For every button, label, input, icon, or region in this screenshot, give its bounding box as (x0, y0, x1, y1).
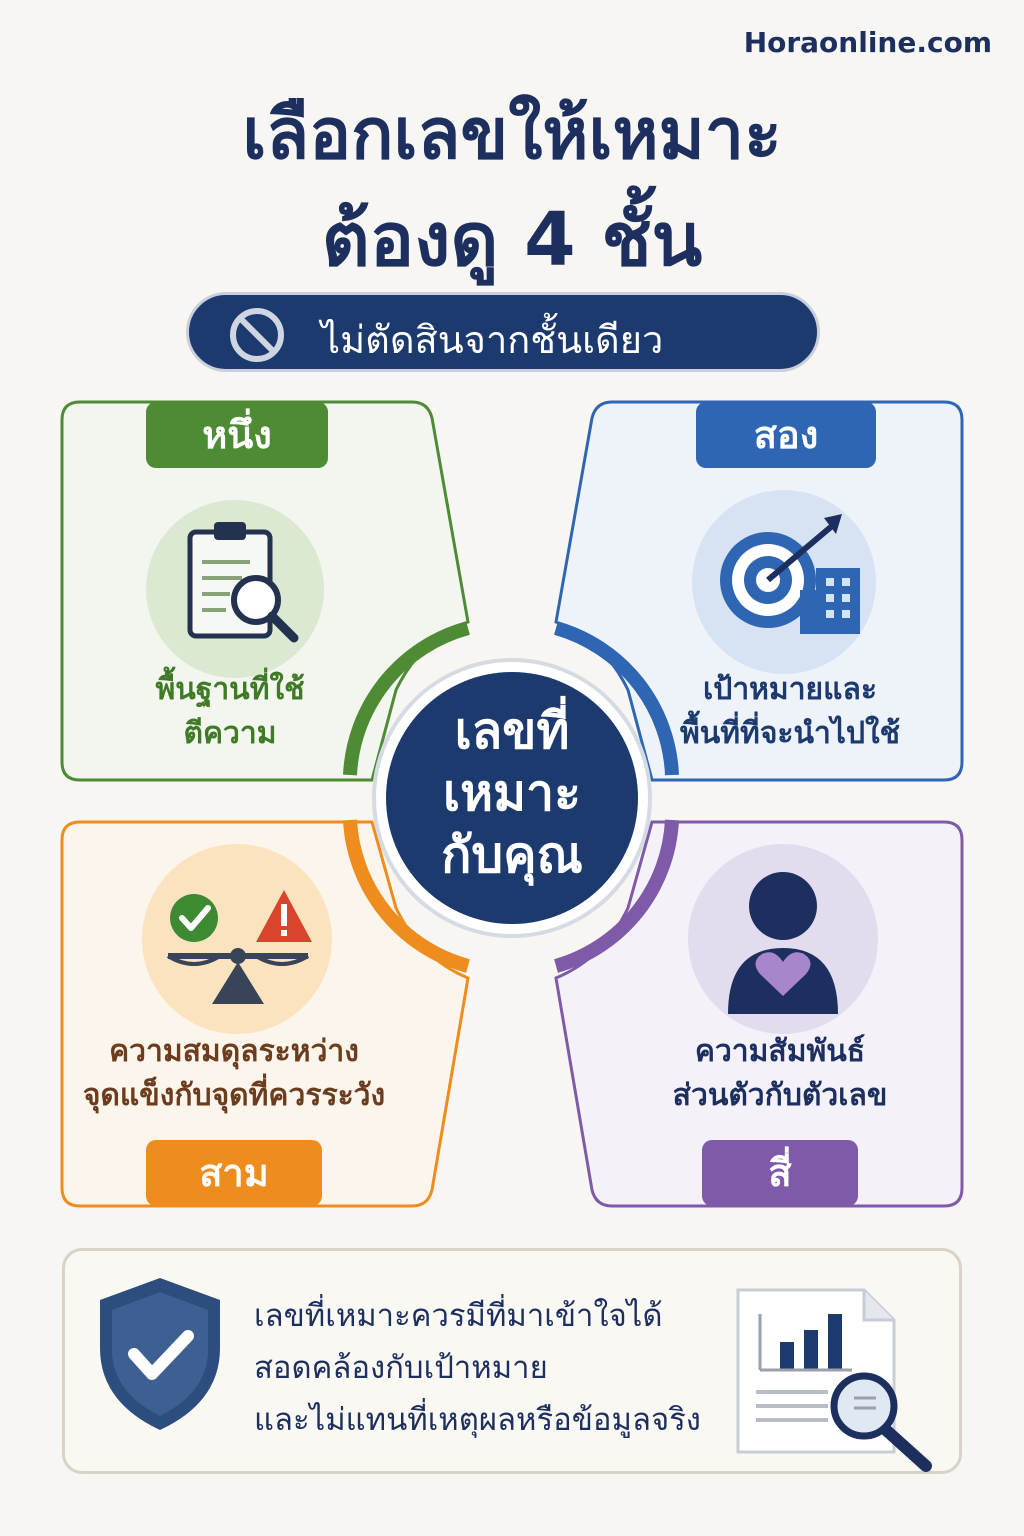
page-title-line2: ต้องดู 4 ชั้น (321, 197, 703, 283)
quadrant-2-icon-circle (692, 490, 876, 674)
page-title-line1: เลือกเลขให้เหมาะ (242, 93, 782, 175)
summary-line2: สอดคล้องกับเป้าหมาย (254, 1350, 548, 1386)
quadrant-4-icon-circle (688, 844, 878, 1034)
quadrant-1-line2: ตีความ (183, 716, 277, 751)
badge-four: สี่ (702, 1140, 858, 1206)
center-arc-green (343, 621, 470, 776)
center-circle (386, 672, 638, 924)
quadrant-3-icon-circle (142, 844, 332, 1034)
person-heart-icon (728, 872, 838, 1014)
summary-line1: เลขที่เหมาะควรมีที่มาเข้าใจได้ (254, 1298, 663, 1334)
center-line1: เลขที่ (454, 702, 570, 760)
quadrant-4-line2: ส่วนตัวกับตัวเลข (672, 1078, 888, 1113)
shield-check-icon (100, 1278, 220, 1430)
badge-two: สอง (696, 402, 876, 468)
prohibited-icon (227, 305, 287, 369)
center-label: เลขที่ เหมาะ กับคุณ (382, 700, 642, 886)
badge-three: สาม (146, 1140, 322, 1206)
report-magnifier-icon (736, 1288, 932, 1472)
banner-text: ไม่ตัดสินจากชั้นเดียว (321, 318, 664, 362)
quadrant-3-text: ความสมดุลระหว่าง จุดแข็งกับจุดที่ควรระวั… (68, 1030, 400, 1118)
center-arc-blue (554, 621, 679, 776)
site-name[interactable]: Horaonline.com (743, 26, 992, 59)
center-arc-orange (343, 819, 470, 973)
clipboard-magnifier-icon (187, 522, 299, 643)
quadrant-1-icon-circle (146, 500, 324, 678)
quadrant-2-line2: พื้นที่ที่จะนำไปใช้ (679, 716, 901, 751)
quadrant-3-line2: จุดแข็งกับจุดที่ควรระวัง (82, 1078, 386, 1113)
quadrant-2-line1: เป้าหมายและ (703, 672, 877, 707)
quadrant-2-text: เป้าหมายและ พื้นที่ที่จะนำไปใช้ (640, 668, 940, 756)
summary-line3: และไม่แทนที่เหตุผลหรือข้อมูลจริง (254, 1402, 701, 1438)
quadrant-1-line1: พื้นฐานที่ใช้ (155, 672, 305, 707)
center-line2: เหมาะ (443, 764, 581, 822)
target-building-icon (720, 514, 860, 634)
quadrant-1-text: พื้นฐานที่ใช้ ตีความ (70, 668, 390, 756)
center-arc-purple (554, 819, 679, 973)
center-line3: กับคุณ (441, 826, 583, 884)
balance-scale-icon (166, 890, 312, 1004)
quadrant-4-text: ความสัมพันธ์ ส่วนตัวกับตัวเลข (640, 1030, 920, 1118)
summary-text: เลขที่เหมาะควรมีที่มาเข้าใจได้ สอดคล้องก… (254, 1290, 701, 1446)
badge-one: หนึ่ง (146, 402, 328, 468)
quadrant-3-line1: ความสมดุลระหว่าง (109, 1034, 359, 1069)
quadrant-4-line1: ความสัมพันธ์ (694, 1034, 866, 1069)
banner-pill: ไม่ตัดสินจากชั้นเดียว (186, 292, 820, 372)
